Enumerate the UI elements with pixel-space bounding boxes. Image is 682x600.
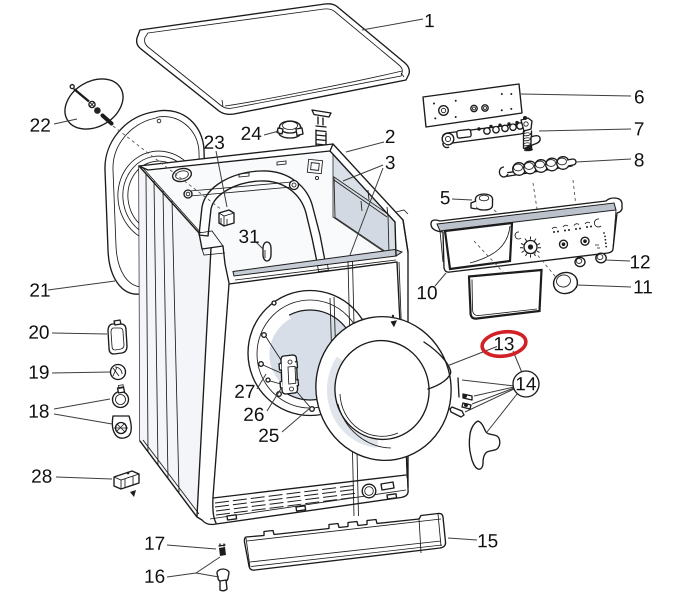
svg-text:24: 24 [241, 124, 263, 145]
svg-text:31: 31 [239, 227, 260, 248]
svg-text:2: 2 [385, 127, 396, 148]
svg-text:14: 14 [515, 374, 537, 395]
svg-text:27: 27 [234, 382, 255, 403]
svg-text:5: 5 [440, 188, 451, 209]
svg-text:13: 13 [493, 334, 514, 355]
svg-text:28: 28 [31, 467, 52, 488]
svg-text:12: 12 [629, 252, 650, 273]
svg-text:3: 3 [385, 153, 396, 174]
svg-text:18: 18 [28, 402, 49, 423]
svg-text:21: 21 [29, 281, 50, 302]
svg-text:10: 10 [416, 283, 437, 304]
svg-text:17: 17 [144, 534, 165, 555]
svg-text:1: 1 [424, 11, 435, 32]
svg-text:19: 19 [28, 363, 49, 384]
svg-text:26: 26 [243, 405, 264, 426]
svg-text:20: 20 [28, 323, 49, 344]
svg-text:16: 16 [144, 567, 165, 588]
svg-text:6: 6 [634, 87, 645, 108]
svg-text:11: 11 [633, 277, 653, 298]
svg-text:22: 22 [30, 116, 51, 137]
svg-text:15: 15 [477, 531, 498, 552]
svg-text:23: 23 [204, 133, 225, 154]
svg-text:7: 7 [634, 119, 645, 140]
svg-text:8: 8 [634, 150, 645, 171]
svg-text:25: 25 [258, 426, 279, 447]
